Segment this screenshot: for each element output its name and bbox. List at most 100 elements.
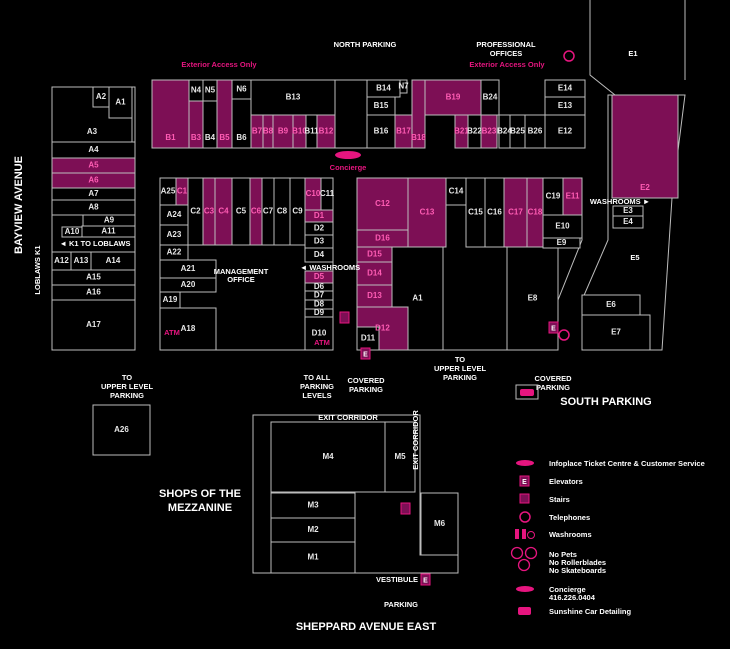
- store-a22[interactable]: [159, 244, 189, 261]
- store-label: A7: [88, 189, 99, 198]
- stairs-icon: [519, 493, 530, 504]
- store-label-e1: E1: [628, 49, 637, 58]
- store-a12[interactable]: [51, 251, 72, 271]
- store-a19[interactable]: [159, 291, 181, 309]
- store-label: B14: [376, 84, 391, 93]
- store-label: B4: [205, 133, 216, 142]
- store-label: A15: [86, 273, 101, 282]
- store-n7[interactable]: [399, 79, 408, 94]
- store-label: B26: [528, 127, 543, 136]
- store-label: E9: [557, 238, 567, 247]
- store-label: N7: [398, 82, 409, 91]
- store-e12[interactable]: [544, 114, 586, 149]
- store-b17[interactable]: [394, 114, 413, 149]
- store-a17[interactable]: [51, 299, 136, 351]
- store-label: E7: [611, 328, 621, 337]
- store-e6[interactable]: [581, 294, 641, 316]
- store-e11[interactable]: [562, 177, 583, 216]
- store-label: C8: [277, 207, 288, 216]
- store-label: A23: [167, 230, 182, 239]
- store-label: C17: [508, 208, 523, 217]
- north-parking-label: NORTH PARKING: [334, 40, 397, 49]
- store-c12[interactable]: [356, 177, 409, 231]
- store-label: C3: [204, 207, 215, 216]
- elevator-icon: E: [360, 347, 371, 360]
- store-label: B16: [374, 127, 389, 136]
- store-label: C5: [236, 207, 247, 216]
- store-c16[interactable]: [484, 177, 505, 248]
- store-label: B21: [454, 127, 469, 136]
- store-label: A13: [74, 256, 89, 265]
- k1-to-loblaws-label: ◄ K1 TO LOBLAWS: [59, 239, 130, 248]
- store-d13[interactable]: [356, 284, 393, 308]
- covered-parking-label: COVERED: [347, 376, 385, 385]
- store-a18[interactable]: [159, 307, 217, 351]
- store-a16[interactable]: [51, 284, 136, 301]
- legend-label: No Pets: [549, 550, 577, 559]
- covered-parking-label: COVERED: [534, 374, 572, 383]
- store-label: A1: [115, 98, 126, 107]
- store-a7[interactable]: [51, 187, 136, 201]
- store-b16[interactable]: [366, 114, 396, 149]
- store-b13[interactable]: [250, 79, 336, 116]
- store-c3[interactable]: [202, 177, 216, 246]
- store-e2[interactable]: [611, 94, 679, 199]
- store-e9[interactable]: [542, 237, 581, 249]
- legend-label: Stairs: [549, 495, 570, 504]
- store-d15[interactable]: [356, 246, 393, 263]
- store-m3[interactable]: [270, 492, 356, 519]
- store-m5[interactable]: [384, 421, 416, 493]
- store-label: B6: [236, 133, 247, 142]
- atm-label: ATM: [314, 338, 330, 347]
- washrooms-label: ◄ WASHROOMS: [300, 263, 360, 272]
- mezzanine-title: MEZZANINE: [168, 502, 232, 514]
- telephone-icon: [563, 50, 575, 62]
- store-label: M3: [307, 501, 319, 510]
- store-label: E11: [566, 192, 580, 201]
- store-e3[interactable]: [612, 205, 644, 217]
- svg-text:E: E: [551, 326, 556, 333]
- store-c7[interactable]: [261, 177, 275, 246]
- concierge-marker[interactable]: [335, 151, 361, 159]
- store-a20[interactable]: [159, 277, 217, 293]
- exterior-access-label: Exterior Access Only: [469, 60, 545, 69]
- south-parking-label: SOUTH PARKING: [560, 396, 651, 408]
- management-office-label: OFFICE: [227, 275, 255, 284]
- store-c13[interactable]: [407, 177, 447, 248]
- store-d3[interactable]: [304, 234, 334, 249]
- store-m2[interactable]: [270, 517, 356, 543]
- store-label-e5: E5: [630, 253, 639, 262]
- concierge-icon: [516, 586, 534, 592]
- store-a26[interactable]: [92, 404, 151, 456]
- store-b22[interactable]: [467, 114, 482, 149]
- store-b8[interactable]: [262, 114, 274, 149]
- store-label: B24: [497, 127, 512, 136]
- store-d1[interactable]: [304, 209, 334, 223]
- store-b15[interactable]: [366, 96, 396, 116]
- store-n5[interactable]: [202, 79, 218, 102]
- store-label: C4: [218, 207, 229, 216]
- management-office-label: MANAGEMENT: [214, 267, 269, 276]
- store-a9[interactable]: [82, 214, 136, 227]
- store-b24[interactable]: [498, 114, 511, 149]
- legend-label: Telephones: [549, 513, 590, 522]
- store-label: A25: [161, 187, 176, 196]
- store-b18[interactable]: [411, 79, 426, 149]
- to-all-parking-levels-label: PARKING: [300, 382, 334, 391]
- infoplace-icon: [516, 460, 534, 466]
- store-label: A16: [86, 288, 101, 297]
- store-n6[interactable]: [231, 79, 252, 100]
- store-a2[interactable]: [92, 86, 110, 108]
- store-e14[interactable]: [544, 79, 586, 98]
- store-c1[interactable]: [175, 177, 189, 206]
- store-a10[interactable]: [61, 226, 83, 238]
- store-m6[interactable]: [420, 492, 459, 556]
- store-a1[interactable]: [391, 246, 444, 351]
- store-c14[interactable]: [445, 177, 467, 206]
- to-upper-level-parking-label: PARKING: [110, 391, 144, 400]
- store-b11[interactable]: [305, 114, 318, 149]
- store-d9[interactable]: [304, 308, 334, 318]
- store-d6[interactable]: [304, 282, 334, 292]
